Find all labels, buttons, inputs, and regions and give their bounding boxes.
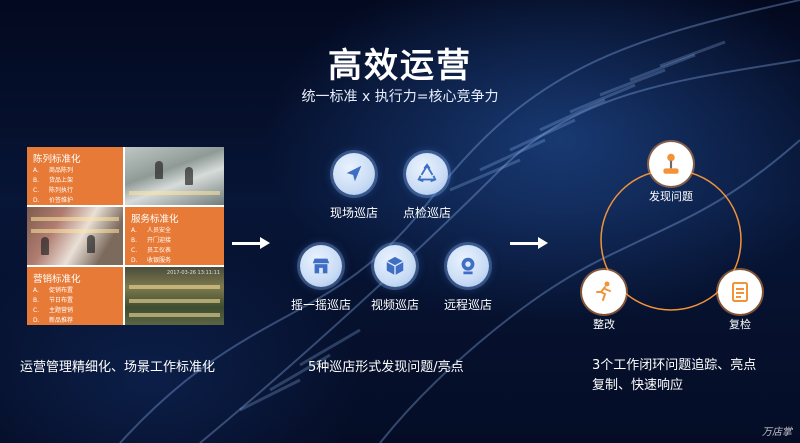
- panel-list-item: C.陈列执行: [33, 187, 74, 194]
- store-photo-cashier: [125, 147, 224, 205]
- panel-list: A.商品陈列 B.货品上架 C.陈列执行 D.价签维护: [33, 166, 73, 205]
- navigation-arrow-icon[interactable]: [333, 153, 375, 195]
- panel-title: 营销标准化: [33, 274, 81, 285]
- flow-arrow: [510, 237, 548, 249]
- panel-list-item: D.收银服务: [131, 257, 172, 264]
- panel-list: A.人员安全 B.开门迎接 C.员工仪表 D.收银服务: [131, 226, 171, 265]
- panel-title: 陈列标准化: [33, 154, 81, 165]
- store-icon[interactable]: [300, 245, 342, 287]
- panel-list: A.促销布置 B.节日布置 C.主题营销 D.新品推荐: [33, 286, 73, 325]
- page-subtitle: 统一标准 x 执行力=核心竞争力: [301, 89, 499, 105]
- panel-display-standard: 陈列标准化 A.商品陈列 B.货品上架 C.陈列执行 D.价签维护: [27, 147, 123, 205]
- page-title: 高效运营: [328, 46, 472, 86]
- patrol-type-label: 现场巡店: [329, 206, 378, 220]
- cycle-node-label: 发现问题: [649, 190, 693, 203]
- panel-list-item: D.新品推荐: [33, 317, 74, 324]
- right-caption-line: 3个工作闭环问题追踪、亮点: [592, 358, 757, 373]
- patrol-type-label: 摇一摇巡店: [290, 298, 351, 312]
- camera-timestamp: 2017-03-26 13:11:11: [166, 270, 220, 276]
- middle-caption: 5种巡店形式发现问题/亮点: [308, 360, 464, 375]
- right-caption: 3个工作闭环问题追踪、亮点 复制、快速响应: [592, 356, 756, 396]
- panel-list-item: A.促销布置: [33, 287, 74, 294]
- panel-service-standard: 服务标准化 A.人员安全 B.开门迎接 C.员工仪表 D.收银服务: [125, 207, 224, 265]
- left-caption: 运营管理精细化、场景工作标准化: [20, 360, 216, 375]
- panel-list-item: A.人员安全: [131, 227, 172, 234]
- panel-list-item: D.价签维护: [33, 197, 74, 204]
- panel-list-item: B.节日布置: [33, 297, 74, 304]
- joystick-icon[interactable]: [649, 142, 693, 186]
- panel-list-item: B.货品上架: [33, 177, 74, 184]
- flow-arrow: [232, 237, 270, 249]
- panel-list-item: A.商品陈列: [33, 167, 74, 174]
- panel-list-item: C.员工仪表: [131, 247, 172, 254]
- store-photo-shelves: [27, 207, 123, 265]
- cycle-node-label: 整改: [593, 318, 615, 331]
- panel-title: 服务标准化: [131, 214, 179, 225]
- patrol-type-label: 远程巡店: [443, 298, 492, 312]
- brand-logo: 万店掌: [762, 427, 792, 438]
- right-caption-line: 复制、快速响应: [592, 378, 684, 393]
- recycle-icon[interactable]: [406, 153, 448, 195]
- cube-icon[interactable]: [374, 245, 416, 287]
- cycle-node-label: 复检: [729, 318, 751, 331]
- runner-icon[interactable]: [582, 270, 626, 314]
- patrol-type-label: 点检巡店: [402, 206, 451, 220]
- camera-icon[interactable]: [447, 245, 489, 287]
- checklist-icon[interactable]: [718, 270, 762, 314]
- panel-marketing-standard: 营销标准化 A.促销布置 B.节日布置 C.主题营销 D.新品推荐: [27, 267, 123, 325]
- panel-list-item: B.开门迎接: [131, 237, 172, 244]
- closed-loop-cycle: 发现问题 复检 整改: [576, 142, 766, 331]
- panel-list-item: C.主题营销: [33, 307, 74, 314]
- store-photo-cctv: 2017-03-26 13:11:11: [125, 267, 224, 325]
- patrol-type-label: 视频巡店: [370, 298, 419, 312]
- standardization-collage: 陈列标准化 A.商品陈列 B.货品上架 C.陈列执行 D.价签维护 服务标准化 …: [27, 147, 224, 325]
